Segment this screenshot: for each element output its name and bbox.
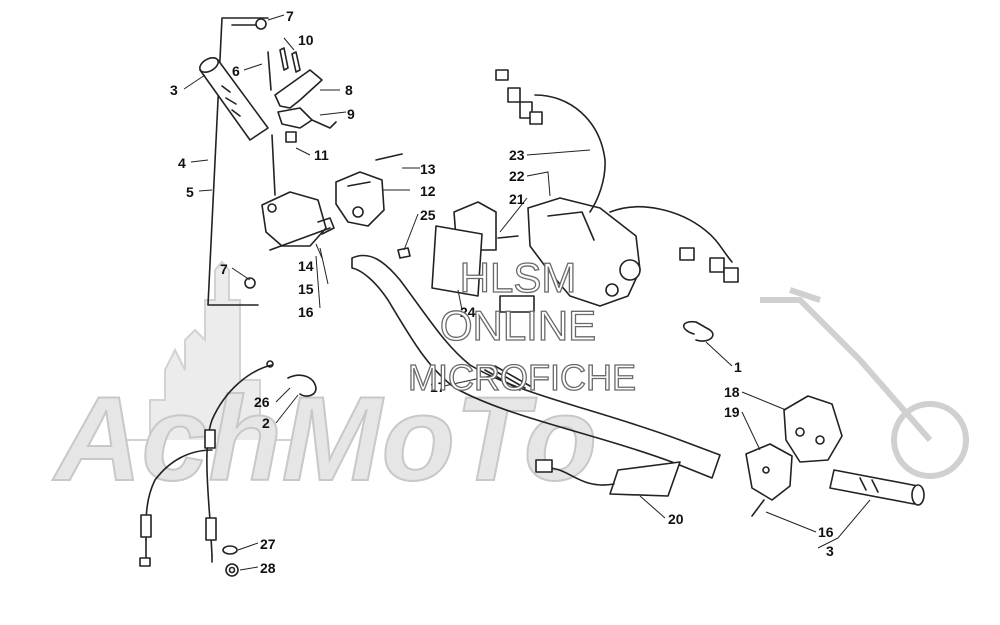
- background-watermark-logo: AchMoTo: [51, 260, 969, 507]
- group-bracket-left: [207, 17, 269, 306]
- callout-20: 20: [668, 511, 684, 527]
- callout-16-right: 16: [818, 524, 834, 540]
- washer-7-top: [255, 18, 267, 30]
- callout-3-left: 3: [170, 82, 178, 98]
- left-grip: [199, 56, 269, 141]
- callout-24: 24: [460, 304, 476, 320]
- skyline-silhouette: [120, 260, 300, 441]
- right-hand-control: [745, 395, 843, 501]
- screw-16-right: [751, 499, 765, 517]
- callout-7-bottom: 7: [220, 261, 228, 277]
- wiring-harness-23: [495, 69, 739, 283]
- o-ring-28: [225, 563, 239, 577]
- callout-22: 22: [509, 168, 525, 184]
- callout-11: 11: [314, 147, 329, 163]
- block-11: [285, 131, 297, 143]
- throttle-lever: [274, 69, 337, 129]
- throttle-cable-26: [139, 360, 274, 567]
- callout-12: 12: [420, 183, 436, 199]
- watermark-microfiche: MICROFICHE: [408, 357, 636, 398]
- callout-27: 27: [260, 536, 276, 552]
- callout-10: 10: [298, 32, 314, 48]
- callout-2: 2: [262, 415, 270, 431]
- callout-18: 18: [724, 384, 740, 400]
- handlebar: [351, 254, 721, 479]
- callout-5: 5: [186, 184, 194, 200]
- heater-element-20: [535, 459, 681, 497]
- callout-25: 25: [420, 207, 436, 223]
- o-ring-28-hole: [228, 566, 236, 574]
- washer-7-bottom: [244, 277, 256, 289]
- callout-4: 4: [178, 155, 186, 171]
- callout-23: 23: [509, 147, 525, 163]
- callout-8: 8: [345, 82, 353, 98]
- parts-line-art: [139, 17, 925, 577]
- callout-16-left: 16: [298, 304, 314, 320]
- screw-21: [497, 235, 519, 239]
- bushing-27: [222, 545, 238, 555]
- spring-13: [375, 153, 403, 161]
- callout-3-right: 3: [826, 543, 834, 559]
- callout-21: 21: [509, 191, 525, 207]
- right-grip: [829, 469, 925, 506]
- connector-24: [499, 295, 535, 313]
- callout-19: 19: [724, 404, 740, 420]
- boot-24: [431, 225, 483, 297]
- control-housing-22: [453, 197, 641, 307]
- callouts: 3 4 5 6 7 7 8 9 10 11 12 13 14 15 16 17 …: [170, 8, 834, 576]
- callout-7-top: 7: [286, 8, 294, 24]
- callout-9: 9: [347, 106, 355, 122]
- callout-28: 28: [260, 560, 276, 576]
- pin-10a: [279, 47, 289, 71]
- switch-housing: [335, 171, 385, 227]
- callout-1: 1: [734, 359, 742, 375]
- screw-16: [269, 227, 331, 251]
- ring-1: [682, 320, 714, 342]
- watermark-text: HLSM ONLINE MICROFICHE: [407, 253, 636, 398]
- leader-lines: [183, 14, 871, 571]
- callout-13: 13: [420, 161, 436, 177]
- logo-text: AchMoTo: [52, 372, 597, 506]
- pin-10b: [291, 51, 301, 73]
- callout-26: 26: [254, 394, 270, 410]
- callout-17: 17: [430, 379, 446, 395]
- watermark-online: ONLINE: [440, 302, 596, 349]
- motorcycle-silhouette: [760, 287, 969, 479]
- screw-6: [267, 51, 272, 91]
- callout-6: 6: [232, 63, 240, 79]
- ring-2: [287, 374, 317, 397]
- callout-14: 14: [298, 258, 314, 274]
- callout-15: 15: [298, 281, 314, 297]
- throttle-housing: [261, 134, 335, 247]
- watermark-hlsm: HLSM: [460, 254, 577, 301]
